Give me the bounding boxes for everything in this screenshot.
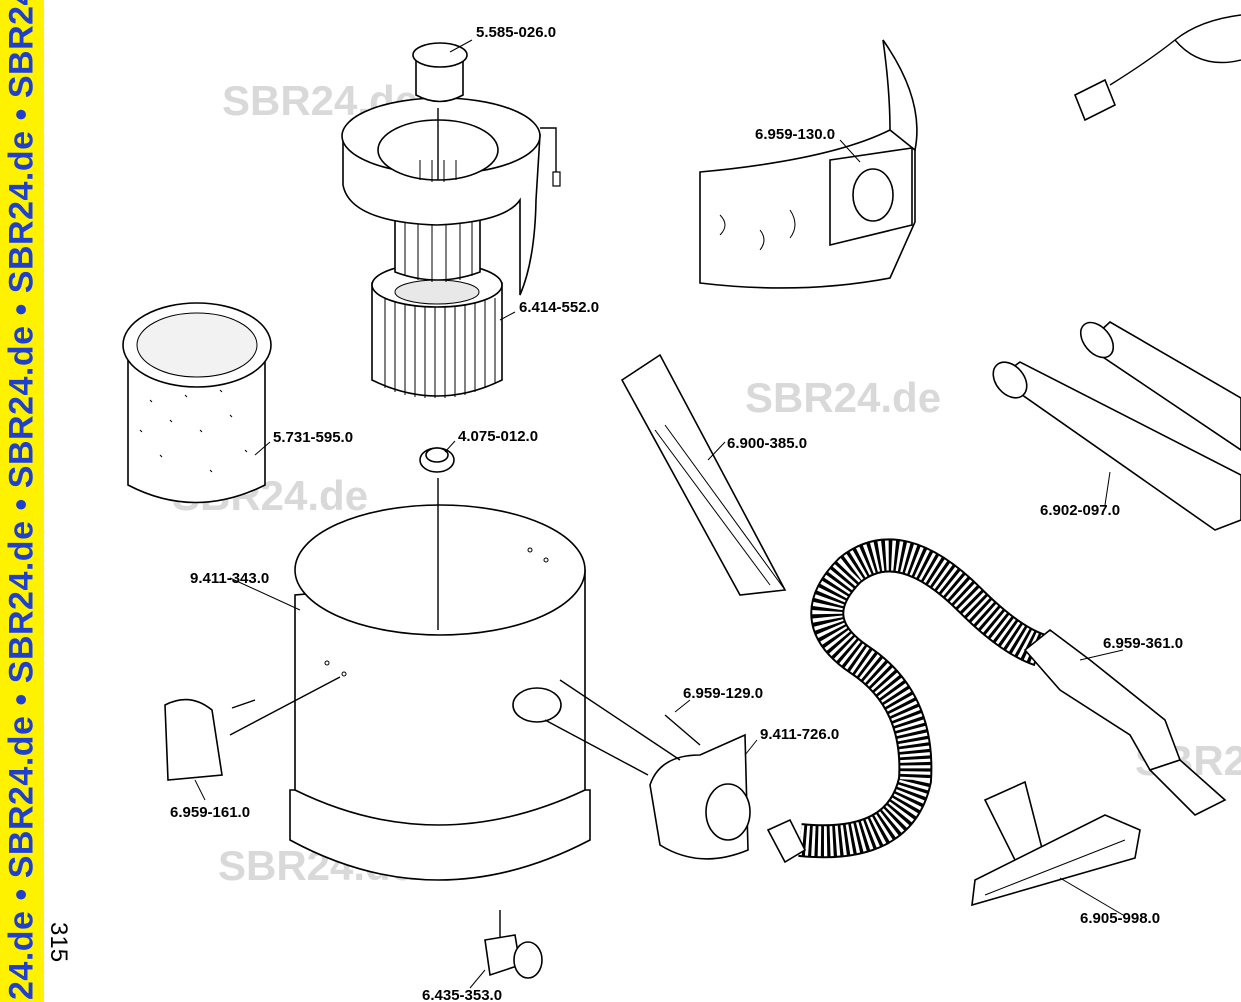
caster-drawing [484, 910, 543, 979]
power-cable-drawing [1073, 14, 1241, 122]
part-label-foam-filter: 5.731-595.0 [273, 429, 353, 446]
inlet-elbow-drawing [544, 679, 751, 860]
bag-clip-drawing [699, 39, 918, 289]
hose-drawing [766, 538, 1227, 864]
part-label-bag-clip: 6.959-130.0 [755, 126, 835, 143]
leader-lines [194, 39, 1124, 989]
part-label-hose: 6.959-361.0 [1103, 635, 1183, 652]
part-label-inlet-elbow: 9.411-726.0 [760, 726, 839, 743]
extension-tubes-drawing [992, 321, 1241, 531]
sidebar-banner: 24.de • SBR24.de • SBR24.de • SBR24.de •… [0, 0, 44, 1002]
part-label-floor-nozzle: 6.905-998.0 [1080, 910, 1160, 927]
part-label-crevice-nozzle: 6.900-385.0 [727, 435, 807, 452]
part-label-latch: 6.959-161.0 [170, 804, 250, 821]
part-label-container: 9.411-343.0 [190, 570, 269, 587]
part-label-caster: 6.435-353.0 [422, 987, 502, 1002]
part-label-filter-cap: 5.585-026.0 [476, 24, 556, 41]
part-label-cartridge-filter: 6.414-552.0 [519, 299, 599, 316]
latch-drawing [164, 676, 341, 781]
plug-cap-drawing [419, 447, 455, 473]
part-label-extension-tubes: 6.902-097.0 [1040, 502, 1120, 519]
container-drawing [289, 478, 591, 881]
crevice-nozzle-drawing [620, 353, 787, 596]
part-label-screw: 6.959-129.0 [683, 685, 763, 702]
watermark: SBR24.de [745, 374, 941, 421]
part-label-plug-cap: 4.075-012.0 [458, 428, 538, 445]
foam-filter-drawing [122, 302, 272, 504]
filter-head-drawing [341, 42, 561, 398]
floor-nozzle-drawing [971, 780, 1141, 907]
